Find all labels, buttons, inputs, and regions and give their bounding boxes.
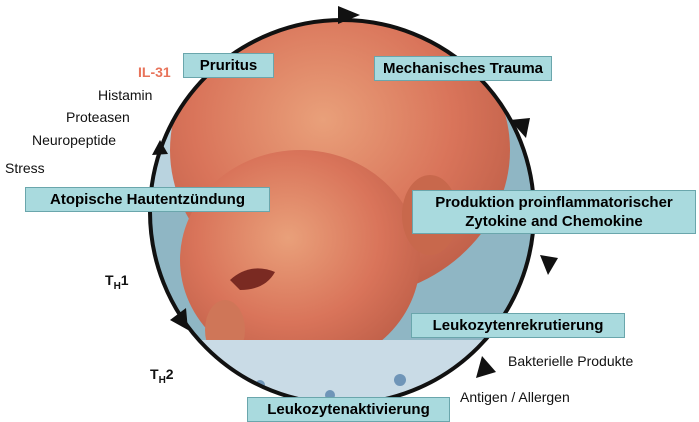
box-produktion-line1: Produktion proinflammatorischer [419,193,689,212]
box-atopische-hautentzuendung: Atopische Hautentzündung [25,187,270,212]
box-pruritus: Pruritus [183,53,274,78]
arrow-right [540,255,558,275]
label-antigen-allergen: Antigen / Allergen [460,389,570,405]
box-leukozytenaktivierung: Leukozytenaktivierung [247,397,450,422]
label-neuropeptide: Neuropeptide [32,132,116,148]
label-bakterielle-produkte: Bakterielle Produkte [508,353,633,369]
label-stress: Stress [5,160,45,176]
label-il31: IL-31 [138,64,171,80]
label-histamin: Histamin [98,87,152,103]
label-th1: TH1 [105,272,129,292]
box-produktion: Produktion proinflammatorischer Zytokine… [412,190,696,234]
label-proteasen: Proteasen [66,109,130,125]
box-leukozytenrekrutierung: Leukozytenrekrutierung [411,313,625,338]
arrow-lower-right [476,356,496,378]
box-mechanisches-trauma: Mechanisches Trauma [374,56,552,81]
label-th2: TH2 [150,366,174,386]
box-produktion-line2: Zytokine and Chemokine [419,212,689,231]
